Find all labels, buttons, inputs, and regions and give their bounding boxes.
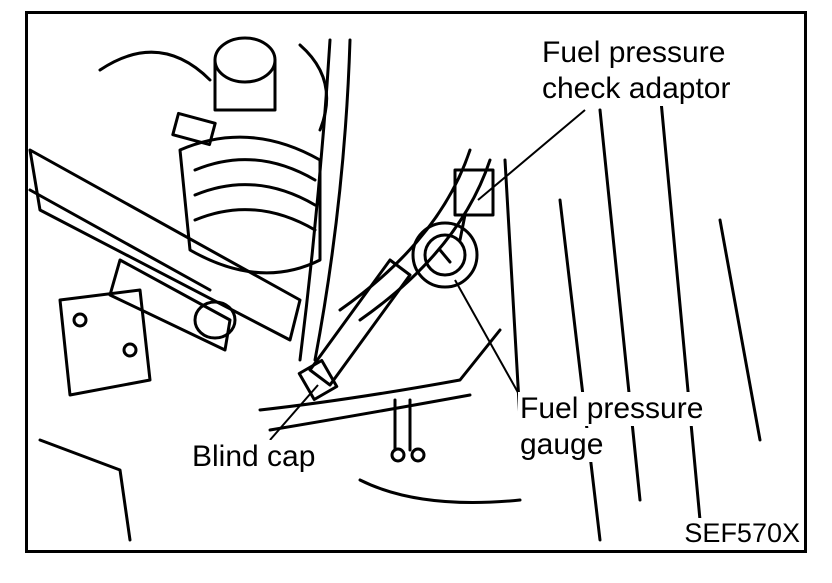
gauge-hose	[308, 258, 412, 387]
leader-blind-cap	[269, 384, 319, 441]
label-gauge-line1: Fuel pressure	[518, 392, 706, 426]
label-gauge-line2: gauge	[518, 428, 606, 462]
blind-cap-shape	[297, 359, 339, 401]
leader-adaptor	[477, 109, 586, 201]
check-adaptor	[453, 168, 495, 217]
label-adaptor-line1: Fuel pressure	[540, 36, 728, 70]
label-blind-cap: Blind cap	[190, 440, 318, 474]
label-adaptor-line2: check adaptor	[540, 72, 733, 106]
leader-gauge	[454, 279, 526, 406]
figure-code: SEF570X	[684, 518, 800, 549]
intake-manifold	[28, 148, 302, 342]
air-duct-bellows	[178, 135, 322, 275]
fuel-hose	[298, 38, 332, 362]
mounting-bracket	[58, 288, 152, 397]
pressure-gauge-body	[411, 221, 479, 289]
